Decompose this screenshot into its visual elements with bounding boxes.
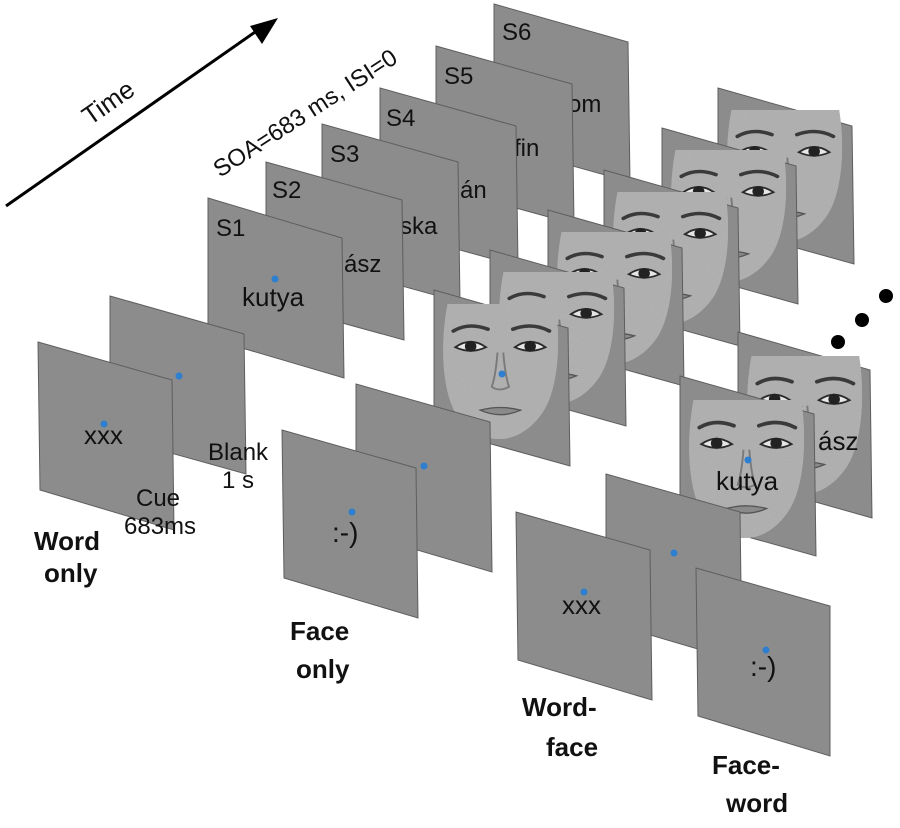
fixation-dot [271, 275, 279, 283]
word-face-cue-panel: xxx [515, 511, 653, 701]
s3-label: S3 [330, 141, 359, 168]
cue-symbol: xxx [84, 420, 123, 450]
blank-label: Blank [208, 439, 269, 466]
condition-label-face-word: Face- [712, 750, 780, 780]
fixation-dot [498, 370, 506, 378]
s3-word: ska [400, 213, 438, 240]
s4-label: S4 [386, 105, 415, 132]
condition-label-face-only: Face [290, 616, 349, 646]
s5-word: fin [514, 135, 539, 162]
condition-label-face-word-2: word [725, 788, 788, 818]
cue-duration-label: 683ms [124, 513, 196, 540]
cue-symbol: xxx [562, 590, 601, 620]
fixation-dot [175, 372, 183, 380]
blank-duration-label: 1 s [222, 467, 254, 494]
condition-label-word-face: Word- [522, 692, 597, 722]
word-only-cue-panel: xxx [37, 341, 175, 531]
condition-label-face-only-2: only [296, 654, 350, 684]
s1-word: kutya [242, 282, 305, 312]
s1-label: S1 [216, 215, 245, 242]
cue-symbol: :-) [750, 651, 776, 682]
face-only-cue-panel: :-) [281, 429, 419, 619]
time-label: Time [76, 74, 140, 131]
face-word-back-word: ász [818, 426, 858, 456]
condition-label-word-only-2: only [44, 558, 98, 588]
fixation-dot [348, 508, 356, 516]
condition-label-word-face-2: face [546, 732, 598, 762]
face-word-cue-panel: :-) [695, 567, 831, 757]
s5-label: S5 [444, 63, 473, 90]
time-arrow [5, 18, 278, 208]
fixation-dot [580, 588, 588, 596]
s6-word: om [568, 91, 601, 118]
s4-word: án [460, 177, 487, 204]
condition-label-word-only: Word [34, 526, 100, 556]
s6-label: S6 [502, 19, 531, 46]
face-word-front-word: kutya [716, 466, 779, 496]
cue-label: Cue [136, 485, 180, 512]
fixation-dot [762, 646, 770, 654]
fixation-dot [100, 420, 108, 428]
fixation-dot [420, 462, 428, 470]
fixation-dot [670, 549, 678, 557]
s2-word: ász [344, 251, 381, 278]
s2-label: S2 [272, 177, 301, 204]
fixation-dot [744, 456, 752, 464]
cue-symbol: :-) [332, 517, 358, 548]
ellipsis-dots [831, 289, 893, 349]
